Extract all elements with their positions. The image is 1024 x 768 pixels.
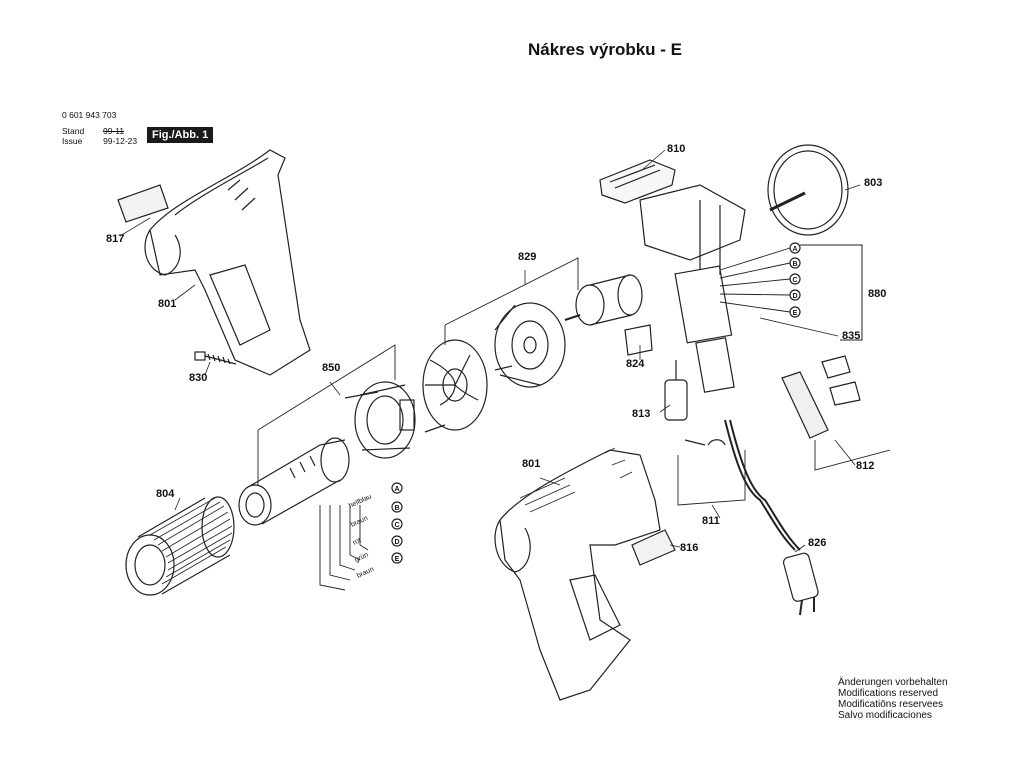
bracket-850	[257, 344, 396, 485]
bracket-880	[800, 244, 863, 341]
bracket-829	[444, 257, 579, 345]
switch-module	[639, 184, 746, 393]
screw-850-a	[344, 391, 379, 399]
note-fr: Modificatiōns reservees	[838, 699, 944, 710]
housing-half-bottom	[494, 447, 661, 701]
callout-829: 829	[518, 251, 537, 263]
issue-label: Issue	[62, 136, 83, 146]
strain-relief-811	[677, 439, 746, 506]
switch-wires	[719, 247, 791, 313]
terminal-d-left: D	[394, 539, 399, 546]
heater-tube-850	[238, 437, 350, 526]
terminal-d-right: D	[792, 293, 797, 300]
wire-label-gruen: grün	[354, 552, 370, 564]
callout-812: 812	[856, 460, 875, 472]
stand-label: Stand	[62, 126, 85, 136]
callout-826: 826	[808, 537, 827, 549]
modification-notes: Änderungen vorbehalten Modifications res…	[838, 677, 948, 721]
callout-816: 816	[680, 542, 699, 554]
leader-lines	[119, 149, 861, 553]
callout-811: 811	[702, 515, 720, 527]
terminal-e-right: E	[793, 310, 798, 317]
terminal-b-left: B	[394, 505, 399, 512]
terminal-a-right: A	[792, 246, 797, 253]
callout-880: 880	[868, 288, 887, 300]
cable-plug-826	[724, 419, 819, 616]
capacitor-813	[664, 360, 688, 421]
callout-824: 824	[626, 358, 645, 370]
wire-label-braun-2: braun	[356, 566, 375, 580]
callout-830: 830	[189, 372, 208, 384]
terminal-b-right: B	[792, 261, 797, 268]
part-number: 0 601 943 703	[62, 110, 117, 120]
label-plate-817	[117, 184, 169, 223]
stand-value: 99-11	[102, 126, 125, 136]
page-title: Nákres výrobku - E	[528, 40, 683, 59]
callout-803: 803	[864, 177, 883, 189]
callout-801-top: 801	[158, 298, 177, 310]
callout-810: 810	[667, 143, 686, 155]
terminal-c-right: C	[792, 277, 797, 284]
callout-817: 817	[106, 233, 125, 245]
callout-801-bottom: 801	[522, 458, 541, 470]
wire-label-rot: rot	[352, 537, 362, 547]
clips-812	[781, 355, 891, 471]
callout-850: 850	[322, 362, 341, 374]
screw-829	[494, 365, 513, 371]
note-de: Änderungen vorbehalten	[838, 677, 948, 688]
heating-element-holder	[354, 381, 416, 459]
carbon-brush-824	[624, 324, 653, 356]
wire-color-labels: hellblau braun rot grün braun	[348, 493, 375, 580]
terminal-c-left: C	[394, 522, 399, 529]
label-plate-816	[631, 529, 676, 566]
screw-830	[194, 351, 237, 365]
terminal-e-left: E	[395, 556, 400, 563]
issue-value: 99-12-23	[103, 136, 138, 146]
nozzle-804	[125, 496, 235, 596]
note-es: Salvo modificaciones	[838, 710, 932, 721]
callout-813: 813	[632, 408, 651, 420]
fan-housing-829	[494, 302, 566, 388]
motor	[564, 274, 643, 326]
potentiometer-803	[767, 144, 849, 236]
callout-835: 835	[842, 330, 861, 342]
document-meta: 0 601 943 703 Stand 99-11 Issue 99-12-23	[62, 110, 137, 146]
terminal-a-left: A	[394, 486, 399, 493]
callout-804: 804	[156, 488, 175, 500]
terminal-letters: A B C D E A B C D E	[394, 246, 797, 563]
wire-terminals	[391, 242, 801, 564]
wire-harness	[319, 505, 369, 591]
figure-badge: Fig./Abb. 1	[147, 127, 214, 143]
housing-half-top	[144, 149, 311, 376]
wire-label-braun-1: braun	[350, 515, 369, 529]
note-en: Modifications reserved	[838, 688, 939, 699]
switch-cover-810	[599, 159, 676, 204]
fan-wheel-829	[422, 339, 488, 431]
